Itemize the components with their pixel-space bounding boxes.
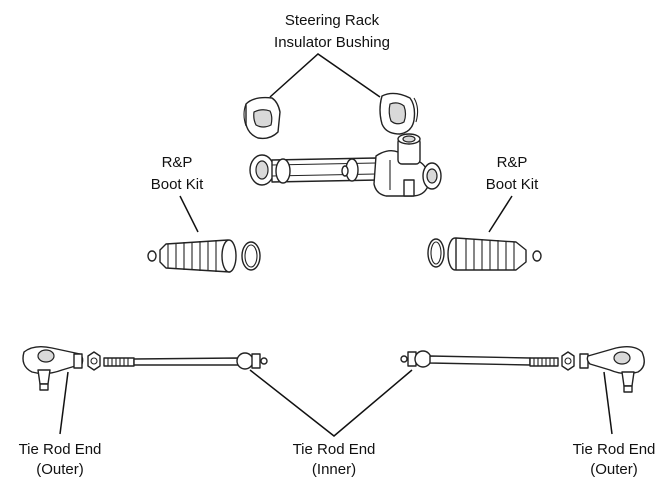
- label-tie-rod-outer-right: Tie Rod End (Outer): [573, 441, 656, 478]
- label-inner-line1: Tie Rod End: [293, 441, 376, 458]
- leader-outer-left: [59, 371, 69, 435]
- label-bushing-line2: Insulator Bushing: [274, 34, 390, 51]
- leader-outer-right: [603, 371, 613, 435]
- leader-boot-right: [488, 195, 513, 233]
- tie-rod-inner-left: [103, 352, 268, 370]
- leader-boot-left: [179, 195, 199, 233]
- label-boot-right-line2: Boot Kit: [486, 176, 539, 193]
- label-boot-kit-right: R&P Boot Kit: [486, 154, 539, 193]
- insulator-bushing-left: [243, 96, 281, 140]
- tie-rod-end-outer-right: [579, 345, 645, 393]
- label-boot-left-line2: Boot Kit: [151, 176, 204, 193]
- label-outer-left-line2: (Outer): [36, 461, 84, 478]
- insulator-bushing-right: [379, 92, 419, 135]
- steering-rack: [249, 133, 442, 197]
- boot-kit-right: [427, 237, 542, 271]
- label-tie-rod-outer-left: Tie Rod End (Outer): [19, 441, 102, 478]
- jam-nut-right: [561, 351, 575, 371]
- leader-lines: [59, 53, 613, 437]
- label-boot-right-line1: R&P: [497, 154, 528, 171]
- label-outer-right-line2: (Outer): [590, 461, 638, 478]
- label-inner-line2: (Inner): [312, 461, 356, 478]
- label-insulator-bushing: Steering Rack Insulator Bushing: [274, 12, 390, 51]
- jam-nut-left: [87, 351, 101, 371]
- label-boot-left-line1: R&P: [162, 154, 193, 171]
- label-tie-rod-inner: Tie Rod End (Inner): [293, 441, 376, 478]
- boot-kit-left: [147, 239, 261, 273]
- label-boot-kit-left: R&P Boot Kit: [151, 154, 204, 193]
- label-bushing-line1: Steering Rack: [285, 12, 380, 29]
- tie-rod-end-outer-left: [22, 345, 84, 391]
- label-outer-left-line1: Tie Rod End: [19, 441, 102, 458]
- leader-inner: [249, 369, 413, 437]
- leader-bushing: [269, 53, 381, 98]
- tie-rod-inner-right: [400, 350, 559, 368]
- label-outer-right-line1: Tie Rod End: [573, 441, 656, 458]
